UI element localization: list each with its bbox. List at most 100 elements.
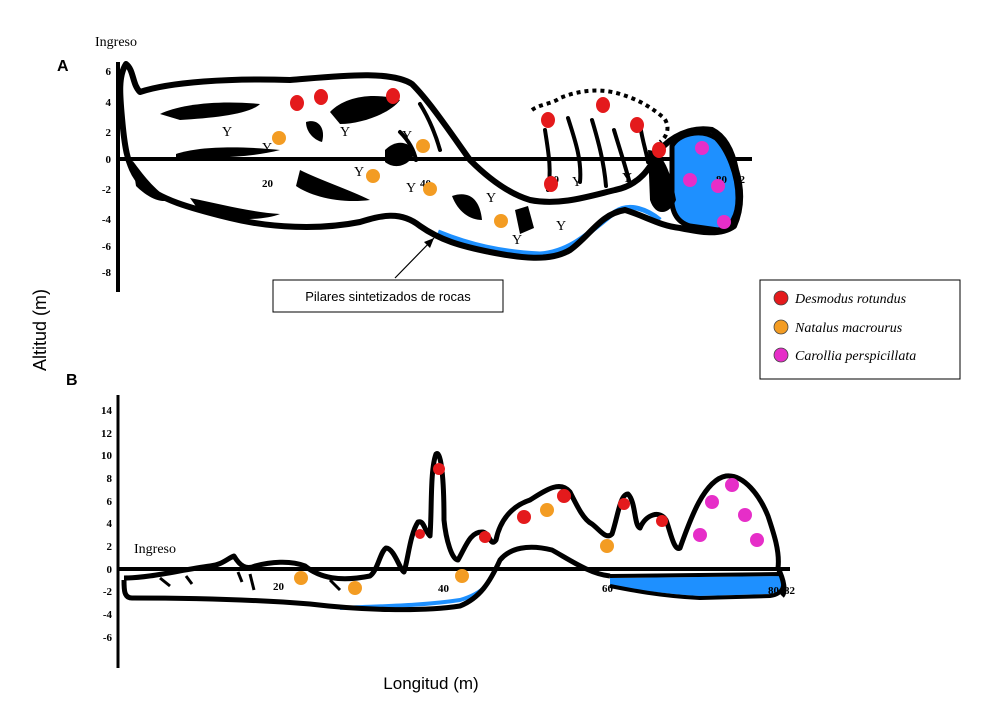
carollia-perspicillata-marker (725, 478, 739, 492)
desmodus-rotundus-marker (415, 529, 425, 539)
panel-a-stalagmite-symbols: Y Y Y Y Y Y Y Y Y Y Y (222, 125, 632, 248)
desmodus-rotundus-marker (656, 515, 668, 527)
panel-b-x-tick: 82 (784, 585, 796, 597)
natalus-macrourus-marker (540, 503, 554, 517)
carollia-perspicillata-marker (750, 533, 764, 547)
legend-label-natalus: Natalus macrourus (794, 321, 903, 336)
natalus-macrourus-marker (272, 131, 286, 145)
stalagmite-symbol: Y (556, 219, 566, 234)
panel-b-bat-markers (294, 463, 764, 595)
panel-b-y-tick: 10 (101, 450, 113, 462)
desmodus-rotundus-marker (544, 176, 558, 192)
carollia-perspicillata-marker (717, 215, 731, 229)
rock-blob (296, 170, 370, 202)
stalactite-stroke (590, 118, 608, 188)
ceiling-tuft (159, 576, 171, 588)
ceiling-tuft (236, 571, 244, 583)
panel-a-y-tick: 2 (106, 127, 112, 139)
panel-b-ceiling-tufts (159, 571, 342, 592)
panel-b-y-tick: 12 (101, 428, 113, 440)
panel-a-y-tick: 4 (106, 97, 112, 109)
natalus-macrourus-marker (494, 214, 508, 228)
rock-blob (176, 147, 280, 158)
panel-a-callout-box (272, 279, 504, 313)
panel-b-water-right (610, 576, 782, 596)
panel-a-y-tick: -4 (102, 214, 112, 226)
panel-b-y-tick: -4 (103, 609, 113, 621)
panel-a-callout-text: Pilares sintetizados de rocas (305, 289, 471, 304)
desmodus-rotundus-marker (541, 112, 555, 128)
panel-a-y-tick: 0 (106, 154, 112, 166)
rock-blob (306, 121, 324, 142)
y-axis-title: Altitud (m) (30, 289, 50, 371)
natalus-macrourus-marker (366, 169, 380, 183)
desmodus-rotundus-marker (314, 89, 328, 105)
panel-a-x-tick: 20 (262, 178, 274, 190)
desmodus-rotundus-marker (618, 498, 630, 510)
panel-a-upper-chamber-outline (530, 88, 670, 144)
stalagmite-symbol: Y (262, 141, 272, 156)
panel-b-cave-floor-right (609, 572, 786, 600)
panel-b-y-tick: 14 (101, 405, 113, 417)
legend: Desmodus rotundus Natalus macrourus Caro… (759, 279, 961, 380)
panel-a: A Ingreso 6 4 2 0 -2 -4 -6 -8 (57, 35, 752, 313)
stalagmite-symbol: Y (486, 191, 496, 206)
panel-a-cave-outline (117, 61, 744, 261)
natalus-macrourus-marker (294, 571, 308, 585)
desmodus-rotundus-marker (433, 463, 445, 475)
desmodus-rotundus-marker (479, 531, 491, 543)
desmodus-rotundus-marker (517, 510, 531, 524)
panel-b-x-tick: 20 (273, 581, 285, 593)
carollia-perspicillata-marker (705, 495, 719, 509)
panel-b-y-tick: 6 (107, 496, 113, 508)
natalus-macrourus-marker (455, 569, 469, 583)
desmodus-rotundus-marker (630, 117, 644, 133)
legend-label-desmodus: Desmodus rotundus (794, 292, 907, 307)
natalus-macrourus-marker (416, 139, 430, 153)
rock-blob (648, 150, 676, 213)
panel-a-x-tick: 82 (734, 174, 746, 186)
panel-b-label: B (66, 372, 78, 389)
legend-label-carollia: Carollia perspicillata (795, 349, 916, 364)
rock-blob (452, 194, 482, 220)
stalagmite-symbol: Y (340, 125, 350, 140)
natalus-macrourus-marker (348, 581, 362, 595)
panel-b: B 14 12 10 8 6 4 2 0 -2 -4 -6 Ingreso (66, 372, 796, 668)
rock-blob (515, 206, 534, 234)
stalactite-stroke (418, 102, 442, 152)
panel-b-cave-ceiling (123, 451, 787, 598)
stalagmite-symbol: Y (572, 175, 582, 190)
panel-a-y-tick: -2 (102, 184, 112, 196)
legend-box (759, 279, 961, 380)
panel-b-x-tick: 60 (602, 583, 614, 595)
panel-b-y-tick: -6 (103, 632, 113, 644)
desmodus-rotundus-marker (652, 142, 666, 158)
panel-a-label: A (57, 58, 69, 75)
rock-blob (132, 160, 170, 202)
panel-a-rock-formations (132, 96, 676, 234)
panel-b-y-tick: 4 (107, 518, 113, 530)
panel-b-entrance-label: Ingreso (134, 542, 176, 557)
stalactite-stroke (566, 116, 583, 184)
panel-a-y-ticks: 6 4 2 0 -2 -4 -6 -8 (102, 66, 112, 279)
rock-blob (160, 102, 260, 120)
legend-swatch-desmodus (773, 290, 789, 306)
panel-a-water-stream (437, 205, 662, 257)
panel-b-cave-floor (121, 544, 611, 613)
panel-a-bat-markers (272, 88, 731, 229)
stalagmite-symbol: Y (622, 171, 632, 186)
x-axis-title: Longitud (m) (383, 674, 478, 693)
desmodus-rotundus-marker (386, 88, 400, 104)
panel-a-y-tick: 6 (106, 66, 112, 78)
stalagmite-symbol: Y (402, 129, 412, 144)
natalus-macrourus-marker (423, 182, 437, 196)
panel-b-x-tick: 40 (438, 583, 450, 595)
panel-b-y-tick: -2 (103, 586, 113, 598)
carollia-perspicillata-marker (693, 528, 707, 542)
panel-a-entrance-label: Ingreso (95, 35, 137, 50)
panel-b-y-tick: 0 (107, 564, 113, 576)
stalagmite-symbol: Y (512, 233, 522, 248)
desmodus-rotundus-marker (290, 95, 304, 111)
ceiling-tuft (248, 573, 256, 591)
